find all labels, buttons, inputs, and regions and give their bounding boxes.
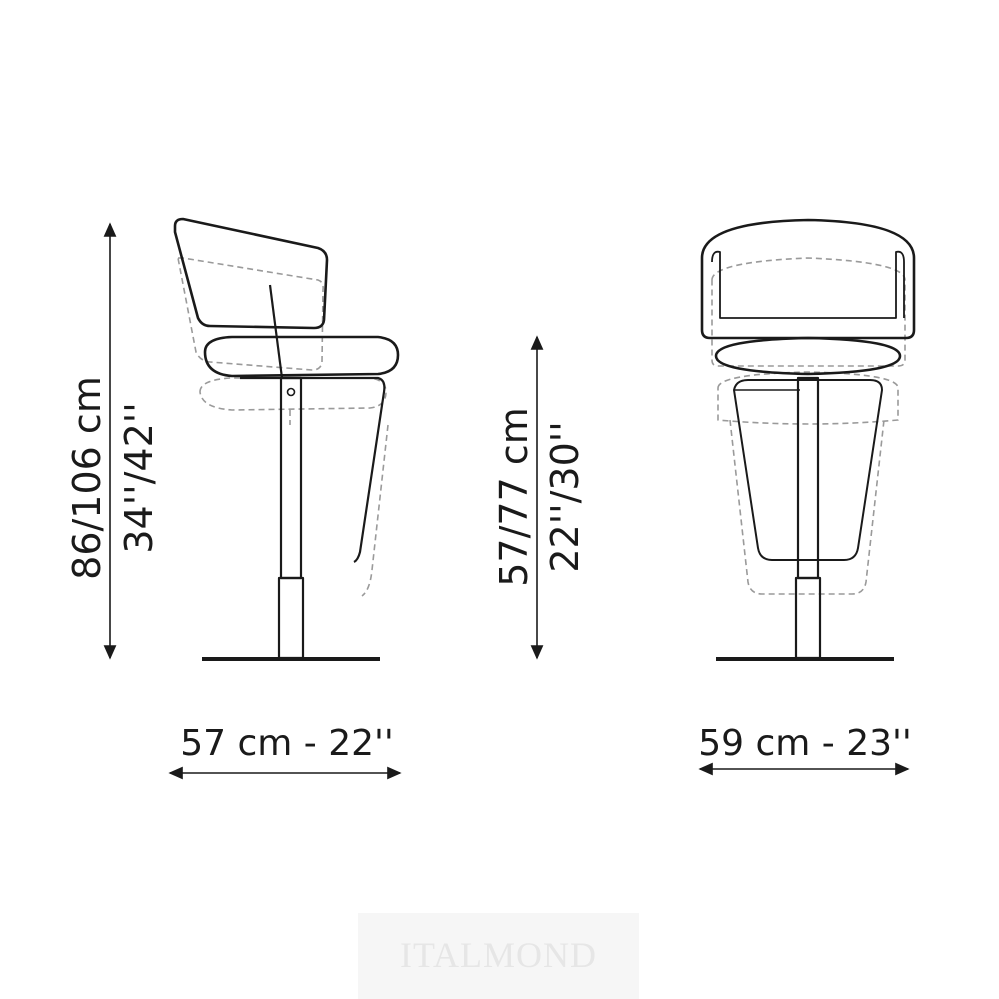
front-backrest: [700, 218, 916, 340]
side-column: [279, 376, 303, 580]
front-width-label: 59 cm - 23'': [698, 723, 912, 764]
seat-height-inch: 22''/30'': [543, 421, 587, 572]
seat-height-cm: 57/77 cm: [492, 407, 536, 587]
side-height-inch: 34''/42'': [117, 402, 161, 553]
side-seat: [203, 335, 400, 378]
front-footrest: [733, 379, 883, 561]
front-base: [716, 657, 894, 661]
side-width-label: 57 cm - 22'': [180, 723, 394, 764]
side-height-cm: 86/106 cm: [65, 376, 109, 580]
front-view: [700, 218, 916, 661]
watermark-box: [358, 913, 639, 999]
side-backrest: [173, 217, 329, 330]
front-seat: [714, 336, 902, 376]
side-base: [202, 657, 380, 661]
front-column: [796, 376, 820, 580]
side-height-labels: 86/106 cm: [65, 376, 109, 580]
side-view-lowered-outline: [177, 257, 389, 597]
watermark-logo: ITALMOND: [399, 935, 598, 975]
side-view: [173, 217, 400, 661]
